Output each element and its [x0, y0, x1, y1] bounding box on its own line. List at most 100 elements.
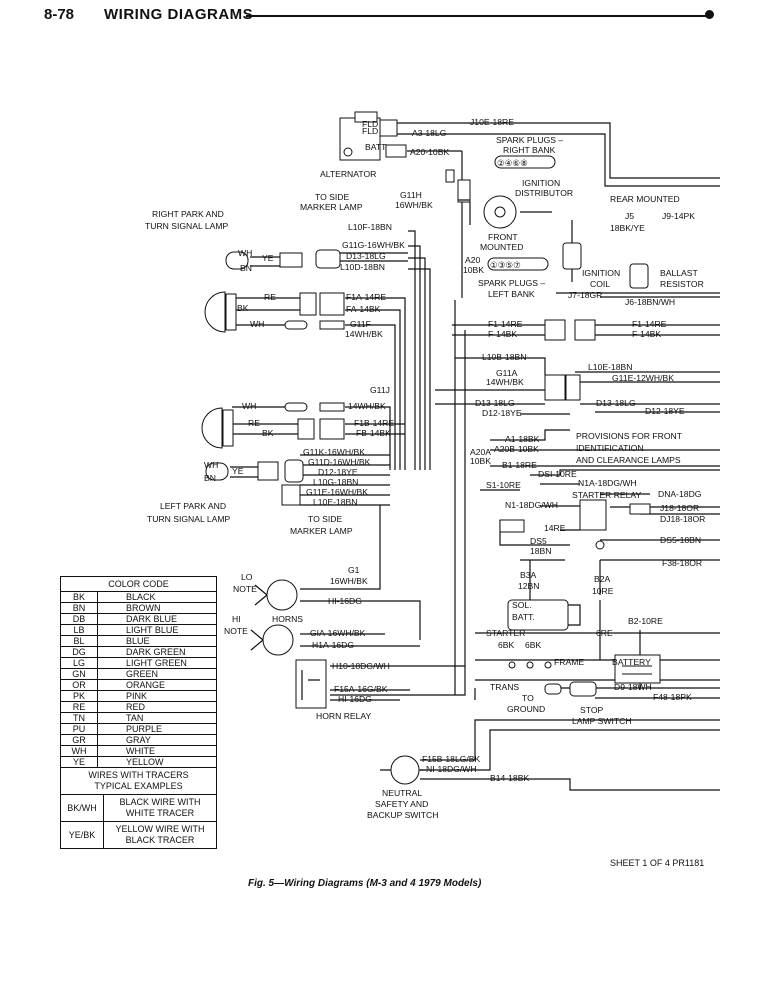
label-f1-right: F1-14RE: [632, 319, 667, 329]
label-a1: A1-18BK: [505, 434, 540, 444]
right-park-lamp-symbol: [225, 249, 341, 270]
label-trans: TRANS: [490, 682, 519, 692]
color-code-title: COLOR CODE: [61, 577, 216, 592]
label-to-side-marker-bot-1: TO SIDE: [308, 514, 342, 524]
left-headlamp-symbol: [201, 402, 345, 449]
label-ground: GROUND: [507, 704, 545, 714]
label-a20a: A20A: [470, 447, 491, 457]
label-wh-l: WH: [242, 401, 256, 411]
label-bk-l: BK: [262, 428, 274, 438]
label-a3: A3-18LG: [412, 128, 447, 138]
label-h1a: H1A-16DG: [312, 640, 354, 650]
label-starter: STARTER: [486, 628, 525, 638]
battery-symbol: [614, 654, 661, 684]
label-d12-mid: D12-18YE: [482, 408, 522, 418]
tracer-example-desc-2: BLACK TRACER: [125, 835, 195, 845]
label-provisions-3: AND CLEARANCE LAMPS: [576, 455, 681, 465]
color-code-abbrev: PU: [61, 724, 98, 734]
label-b2a: B2A: [594, 574, 611, 584]
color-code-abbrev: BK: [61, 592, 98, 602]
label-f-right: F-14BK: [632, 329, 661, 339]
label-g11e-12: G11E-12WH/BK: [612, 373, 674, 383]
color-code-name: PURPLE: [126, 724, 163, 734]
label-sol: SOL.: [512, 600, 532, 610]
label-batt: BATT: [365, 142, 387, 152]
label-a20-alt: A20-10BK: [410, 147, 449, 157]
color-code-abbrev: WH: [61, 746, 98, 756]
label-neutral-3: BACKUP SWITCH: [367, 810, 438, 820]
label-g11j: G11J: [370, 385, 390, 395]
label-j10e: J10E-18RE: [470, 117, 514, 127]
label-g11a-wire: 14WH/BK: [486, 377, 524, 387]
label-right-bank-plugs: ②④⑥⑧: [497, 158, 528, 168]
label-d13-right: D13-18LG: [596, 398, 636, 408]
label-d12-left: D12-18YE: [318, 467, 358, 477]
label-j5-wire: 18BK/YE: [610, 223, 645, 233]
horn-hi-symbol: [250, 624, 294, 656]
label-ignition-coil-1: IGNITION: [582, 268, 620, 278]
label-f-mid: F-14BK: [488, 329, 517, 339]
tracer-title-1: WIRES WITH TRACERS: [88, 770, 189, 780]
color-code-abbrev: BL: [61, 636, 98, 646]
label-batt-starter: BATT.: [512, 612, 535, 622]
label-f48: F48-18PK: [653, 692, 692, 702]
tracer-example: YE/BK YELLOW WIRE WITH BLACK TRACER: [61, 821, 216, 848]
label-horn-relay: HORN RELAY: [316, 711, 372, 721]
label-g11h-wire: 16WH/BK: [395, 200, 433, 210]
header-rule: [246, 15, 706, 17]
mid-connector-f1: [544, 319, 596, 341]
label-starter-relay: STARTER RELAY: [572, 490, 642, 500]
label-14re: 14RE: [544, 523, 566, 533]
label-re-r: RE: [264, 292, 276, 302]
color-code-name: BLACK: [126, 592, 156, 602]
label-spark-plugs-right: SPARK PLUGS –: [496, 135, 563, 145]
label-provisions-2: IDENTIFICATION: [576, 443, 644, 453]
label-front: FRONT: [488, 232, 518, 242]
label-to: TO: [522, 693, 534, 703]
color-code-abbrev: TN: [61, 713, 98, 723]
label-wh-l2: WH: [204, 460, 218, 470]
label-bk-r: BK: [237, 303, 249, 313]
color-code-name: RED: [126, 702, 146, 712]
label-re-l: RE: [248, 418, 260, 428]
label-n1-dg: N1-18DG/WH: [505, 500, 558, 510]
label-d13-mid: D13-18LG: [475, 398, 515, 408]
label-mounted: MOUNTED: [480, 242, 523, 252]
label-horns: HORNS: [272, 614, 303, 624]
neutral-safety-switch-symbol: [380, 755, 425, 785]
label-a20-front: A20: [465, 255, 481, 265]
color-code-abbrev: GR: [61, 735, 98, 745]
label-stop: STOP: [580, 705, 604, 715]
label-f15a: F15A-16G/BK: [334, 684, 388, 694]
color-code-abbrev: DB: [61, 614, 98, 624]
ignition-distributor-symbol: [445, 169, 552, 229]
color-code-abbrev: DG: [61, 647, 98, 657]
color-code-name: BROWN: [126, 603, 161, 613]
label-j6: J6-18BN/WH: [625, 297, 675, 307]
horn-relay-symbol: [295, 659, 327, 709]
color-code-name: PINK: [126, 691, 148, 701]
page-title: WIRING DIAGRAMS: [104, 6, 254, 23]
label-ye-r: YE: [262, 253, 274, 263]
figure-caption: Fig. 5—Wiring Diagrams (M-3 and 4 1979 M…: [248, 878, 482, 889]
wires: [230, 122, 720, 791]
page-header: 8-78 WIRING DIAGRAMS: [44, 6, 724, 32]
sheet-id: SHEET 1 OF 4 PR1181: [610, 858, 705, 868]
color-code-name: YELLOW: [126, 757, 164, 767]
label-provisions-1: PROVISIONS FOR FRONT: [576, 431, 683, 441]
label-l10g: L10G-18BN: [313, 477, 358, 487]
label-f38: F38-18OR: [662, 558, 702, 568]
label-spark-plugs-left: SPARK PLUGS –: [478, 278, 545, 288]
label-lo-note-1: LO: [241, 572, 253, 582]
label-6re: 6RE: [596, 628, 613, 638]
label-lamp-switch: LAMP SWITCH: [572, 716, 632, 726]
label-left-park-1: LEFT PARK AND: [160, 501, 226, 511]
color-code-abbrev: BN: [61, 603, 98, 613]
color-code-abbrev: GN: [61, 669, 98, 679]
label-ds5: DS5: [530, 536, 547, 546]
